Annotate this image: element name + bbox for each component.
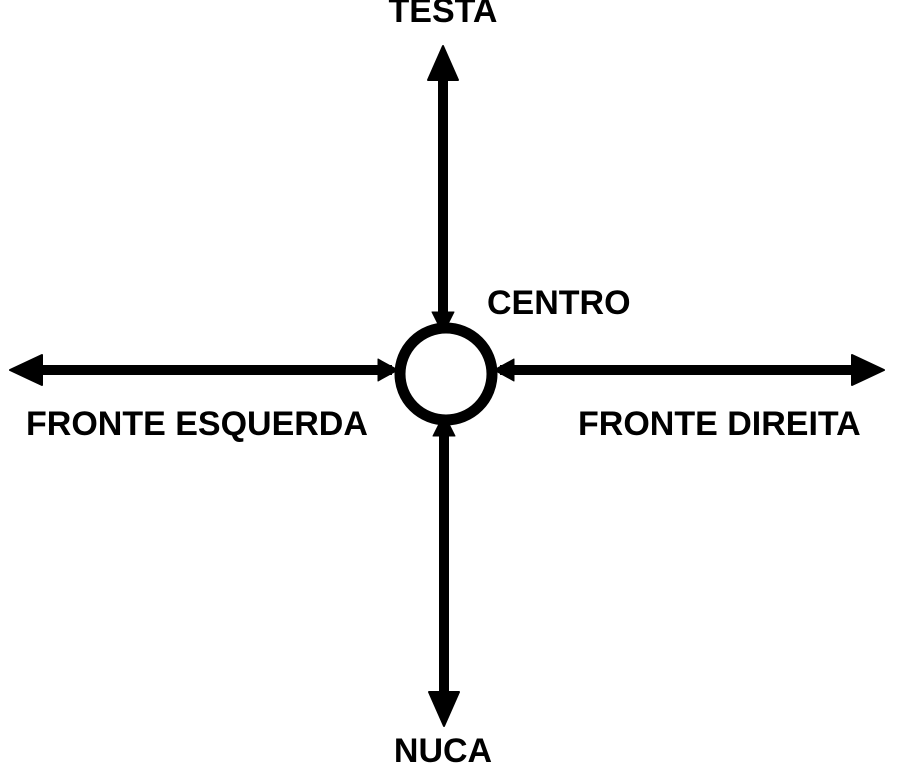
right-inward-arrowhead-icon <box>493 358 515 382</box>
label-nuca: NUCA <box>393 732 493 769</box>
label-fronte-direita: FRONTE DIREITA <box>578 405 861 443</box>
left-inward-arrowhead-icon <box>377 358 399 382</box>
label-testa: TESTA <box>388 0 498 30</box>
right-arrowhead-icon <box>851 354 885 386</box>
label-fronte-esquerda: FRONTE ESQUERDA <box>26 405 368 443</box>
up-arrowhead-icon <box>427 45 459 81</box>
down-arrowhead-icon <box>428 691 460 727</box>
left-arrowhead-icon <box>9 354 43 386</box>
center-circle <box>394 322 498 426</box>
label-centro: CENTRO <box>487 284 631 322</box>
